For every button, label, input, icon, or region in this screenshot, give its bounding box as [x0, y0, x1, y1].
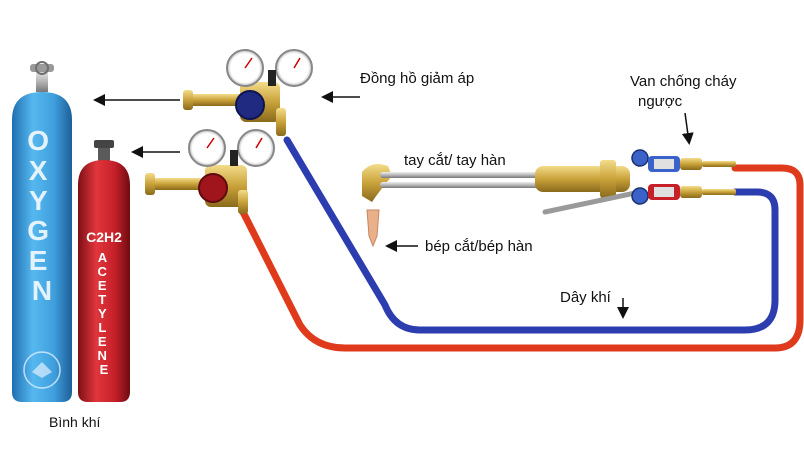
label-flashback-line1: Van chống cháy [630, 73, 737, 90]
annotation-arrows [93, 91, 694, 319]
regulator-acetylene [145, 129, 275, 214]
hose-oxygen [283, 136, 779, 334]
oxygen-logo-seal [23, 351, 61, 389]
regulator-oxygen [183, 49, 313, 136]
label-cylinder: Bình khí [49, 414, 101, 430]
cutting-nozzle [366, 209, 380, 248]
oxygen-cylinder: O X Y G E N [12, 61, 72, 402]
cutting-torch [362, 149, 649, 215]
label-regulator: Đồng hồ giảm áp [360, 70, 475, 87]
acetylene-cylinder: C2H2 A C E T Y L E N E [78, 140, 130, 402]
hose-acetylene [239, 164, 804, 352]
regulator-knob-oxygen [235, 90, 265, 120]
regulator-knob-acetylene [198, 173, 228, 203]
arrow-to-flashback [681, 112, 694, 145]
label-nozzle: bép cắt/bép hàn [425, 238, 533, 255]
acetylene-cylinder-text: A C E T Y L E N E [97, 250, 110, 377]
oxygen-cylinder-text: O X Y G E N [27, 125, 57, 306]
pressure-gauge-low [237, 129, 275, 167]
label-torch: tay cắt/ tay hàn [404, 152, 506, 169]
acetylene-formula: C2H2 [86, 229, 122, 245]
label-hose: Dây khí [560, 289, 611, 306]
flashback-arrestors [648, 156, 736, 200]
label-flashback-line2: ngược [638, 93, 683, 110]
